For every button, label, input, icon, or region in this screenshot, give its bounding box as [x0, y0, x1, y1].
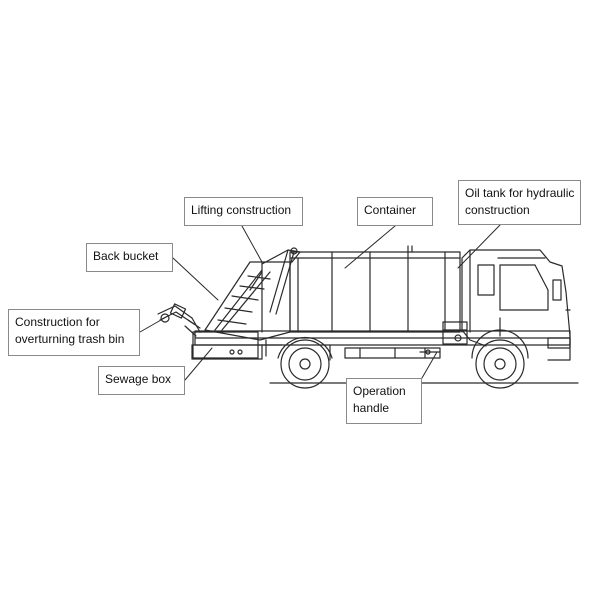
label-operation-line2: handle: [353, 401, 390, 415]
back-bucket: [204, 261, 291, 341]
label-oil-tank-line1: Oil tank for hydraulic: [465, 186, 575, 200]
lifting-construction: [261, 247, 301, 315]
container-body: [289, 245, 461, 333]
label-sewage-box-text: Sewage box: [105, 372, 172, 386]
label-overturning-line1: Construction for: [15, 315, 100, 329]
label-oil-tank: Oil tank for hydraulic construction: [458, 180, 581, 225]
rear-wheel: [277, 336, 333, 389]
label-overturning-construction: Construction for overturning trash bin: [8, 309, 140, 356]
oil-tank: [442, 321, 468, 345]
label-overturning-line2: overturning trash bin: [15, 332, 125, 346]
label-sewage-box: Sewage box: [98, 366, 185, 395]
label-oil-tank-line2: construction: [465, 203, 530, 217]
label-operation-line1: Operation: [353, 384, 406, 398]
front-wheel: [471, 329, 529, 389]
label-container-text: Container: [364, 203, 417, 217]
label-container: Container: [357, 197, 433, 226]
truck-cab: [461, 249, 571, 361]
sewage-box: [192, 331, 283, 359]
label-back-bucket: Back bucket: [86, 243, 173, 272]
label-back-bucket-text: Back bucket: [93, 249, 159, 263]
label-lifting-text: Lifting construction: [191, 203, 292, 217]
leader-lines: [139, 224, 501, 381]
label-lifting-construction: Lifting construction: [184, 197, 303, 226]
label-operation-handle: Operation handle: [346, 378, 422, 424]
overturning-mechanism: [157, 303, 201, 337]
